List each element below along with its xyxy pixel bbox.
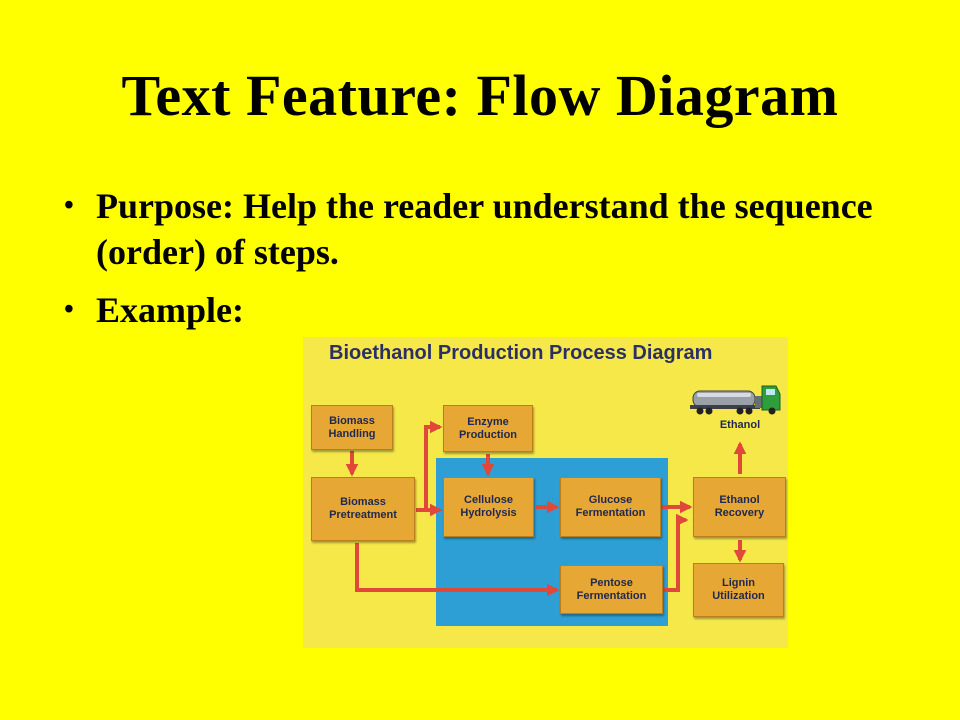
box-cellulose-hydrolysis: Cellulose Hydrolysis [443, 477, 534, 537]
slide-title: Text Feature: Flow Diagram [121, 63, 839, 128]
bullet-text: Purpose: Help the reader understand the … [96, 186, 873, 272]
box-glucose-fermentation: Glucose Fermentation [560, 477, 661, 537]
bullet-item-purpose: • Purpose: Help the reader understand th… [60, 183, 920, 275]
bullet-dot-icon: • [64, 190, 74, 221]
arrow-pentose-to-recovery [664, 513, 689, 592]
box-pentose-fermentation: Pentose Fermentation [560, 565, 663, 614]
bullet-text: Example: [96, 290, 244, 330]
box-lignin-utilization: Lignin Utilization [693, 563, 784, 617]
bullet-dot-icon: • [64, 294, 74, 325]
box-ethanol-recovery: Ethanol Recovery [693, 477, 786, 537]
box-biomass-pretreatment: Biomass Pretreatment [311, 477, 415, 541]
ethanol-output-label: Ethanol [719, 419, 761, 431]
box-biomass-handling: Biomass Handling [311, 405, 393, 450]
bullet-list: • Purpose: Help the reader understand th… [60, 183, 920, 345]
bullet-item-example: • Example: [60, 287, 920, 333]
tanker-truck-icon [690, 385, 781, 415]
box-enzyme-production: Enzyme Production [443, 405, 533, 452]
arrow-pretreatment-to-pentose [355, 543, 560, 597]
diagram-title: Bioethanol Production Process Diagram [329, 342, 713, 364]
